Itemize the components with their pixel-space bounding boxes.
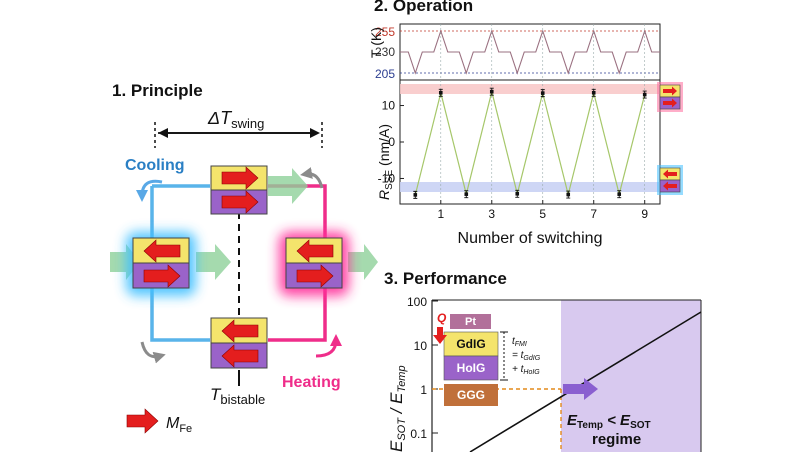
layer-pt	[450, 314, 491, 329]
data-point	[464, 190, 469, 199]
data-point	[438, 88, 443, 97]
t-fmi-label: tFMI	[512, 336, 527, 348]
gray-curved-arrow-top	[300, 167, 324, 189]
right-arrow-icon	[221, 190, 259, 214]
t-tick-205: 205	[375, 67, 395, 81]
left-arrow-icon	[663, 169, 677, 179]
operation-title: 2. Operation	[374, 0, 473, 15]
layer-stack: Pt GdIG HoIG GGG Q tFMI = tGdIG + tHoIG	[433, 311, 541, 406]
performance-title: 3. Performance	[384, 269, 507, 288]
r-tick-label: 10	[382, 99, 396, 113]
heating-curved-arrow	[315, 334, 342, 358]
left-arrow-icon	[221, 344, 259, 368]
principle-title: 1. Principle	[112, 81, 203, 100]
regime-label-line2: regime	[592, 431, 641, 448]
x-tick-label: 1	[437, 207, 444, 221]
data-point	[617, 190, 622, 199]
high-state-band	[400, 84, 660, 94]
right-arrow-icon	[221, 166, 259, 190]
layer-ggg	[444, 384, 498, 406]
right-arrow-icon	[296, 264, 334, 288]
r-axis-ticks: 10 0 -10	[378, 99, 404, 185]
x-axis-ticks: 1 3 5 7 9	[437, 200, 648, 221]
layer-ggg-label: GGG	[457, 388, 485, 402]
t-gdig-label: = tGdIG	[512, 350, 541, 362]
cooling-curved-arrow	[136, 179, 163, 202]
perf-tick-10: 10	[414, 339, 428, 353]
data-point	[413, 190, 418, 199]
perf-y-axis-label: ESOT / ETemp	[387, 365, 408, 452]
legend-mfe-label: MFe	[166, 415, 192, 435]
layer-gdig-label: GdIG	[456, 337, 485, 351]
stack-left	[132, 237, 190, 289]
perf-tick-100: 100	[407, 295, 427, 309]
heating-label: Heating	[282, 374, 341, 391]
t-tick-230: 230	[375, 45, 395, 59]
heat-down-arrow-icon	[433, 327, 447, 344]
temperature-trace	[400, 29, 660, 75]
regime-arrow-icon	[563, 378, 598, 400]
gray-curved-arrow-bottom	[140, 341, 166, 364]
data-point	[540, 89, 545, 98]
data-point	[489, 87, 494, 96]
bistable-label: Tbistable	[210, 385, 265, 407]
left-arrow-icon	[663, 181, 677, 191]
performance-panel: 3. Performance 100 10 1 0.1 ESOT / ETemp…	[384, 269, 702, 452]
regime-label-line1: ETemp < ESOT	[567, 412, 651, 431]
right-arrow-icon	[143, 264, 181, 288]
t-tick-255: 255	[375, 25, 395, 39]
layer-hoig	[443, 355, 499, 381]
data-point	[642, 90, 647, 99]
t-axis-label: T (K)	[368, 27, 384, 58]
delta-t-swing-label: ΔTswing	[207, 108, 264, 131]
layer-pt-label: Pt	[465, 316, 476, 328]
right-arrow-icon	[663, 98, 677, 108]
resistance-points	[413, 87, 647, 199]
operation-panel: 2. Operation 255 230 205 T (K) 10 0 -10 1 3…	[368, 0, 683, 247]
cooling-label: Cooling	[125, 157, 185, 174]
data-point	[566, 190, 571, 199]
x-tick-label: 3	[488, 207, 495, 221]
perf-tick-1: 1	[420, 383, 427, 397]
low-state-band	[400, 182, 660, 192]
heat-q-label: Q	[437, 311, 447, 325]
right-arrow-icon	[663, 86, 677, 96]
left-arrow-icon	[296, 239, 334, 263]
x-axis-label: Number of switching	[458, 230, 603, 247]
left-arrow-icon	[221, 319, 259, 343]
stack-bottom	[210, 317, 268, 369]
high-state-icon	[657, 82, 683, 112]
r-tick-label: -10	[378, 171, 396, 185]
t-hoig-label: + tHoIG	[512, 364, 540, 376]
resistance-series-line	[414, 91, 646, 196]
stack-right	[285, 237, 343, 289]
data-point	[515, 189, 520, 198]
stack-top	[210, 165, 268, 215]
magnetization-arrow-icon	[126, 408, 159, 434]
x-tick-label: 7	[590, 207, 597, 221]
data-point	[591, 88, 596, 97]
x-tick-label: 5	[539, 207, 546, 221]
vertical-gridlines	[440, 24, 646, 204]
perf-tick-0.1: 0.1	[410, 427, 427, 441]
low-state-icon	[657, 165, 683, 195]
r-axis-label: RSSE (nm/A)	[376, 124, 395, 200]
x-tick-label: 9	[641, 207, 648, 221]
layer-hoig-label: HoIG	[457, 361, 486, 375]
left-arrow-icon	[143, 239, 181, 263]
r-tick-label: 0	[388, 135, 395, 149]
principle-panel: 1. Principle ΔTswing	[110, 81, 378, 435]
